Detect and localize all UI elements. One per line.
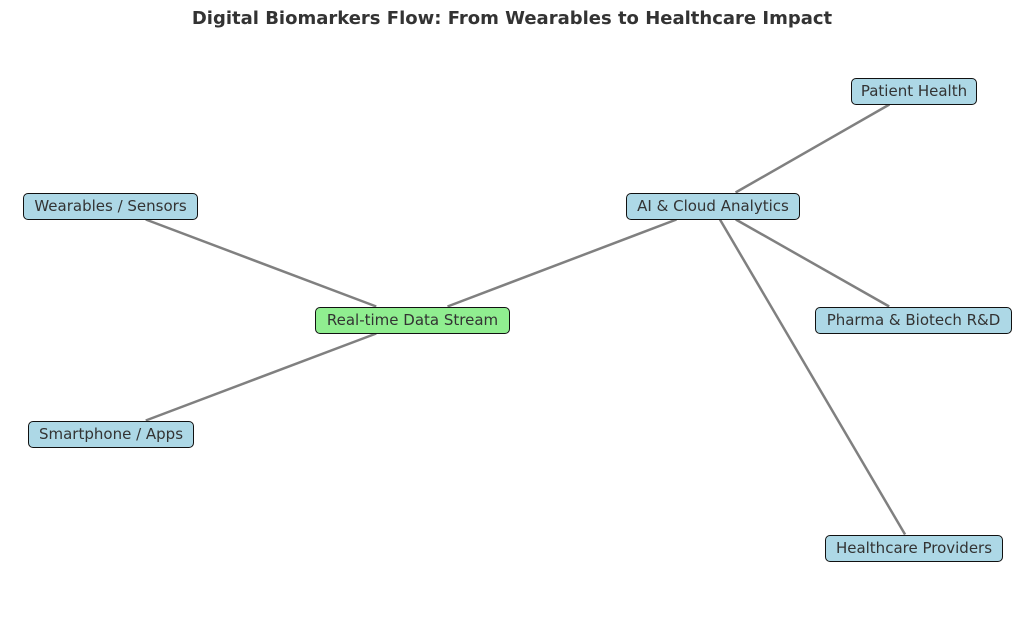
node-ai-cloud-analytics: AI & Cloud Analytics xyxy=(626,193,800,220)
node-pharma-biotech: Pharma & Biotech R&D xyxy=(815,307,1012,334)
edge-wearables-stream xyxy=(145,218,377,308)
node-healthcare-providers: Healthcare Providers xyxy=(825,535,1003,562)
edge-smartphone-stream xyxy=(145,332,377,422)
edge-ai-patient xyxy=(734,103,891,194)
node-patient-health: Patient Health xyxy=(851,78,977,105)
diagram-title: Digital Biomarkers Flow: From Wearables … xyxy=(191,8,833,29)
node-realtime-data-stream: Real-time Data Stream xyxy=(315,307,510,334)
edge-ai-pharma xyxy=(735,218,890,308)
node-wearables: Wearables / Sensors xyxy=(23,193,198,220)
edge-stream-ai xyxy=(447,218,677,308)
node-smartphone: Smartphone / Apps xyxy=(28,421,194,448)
edge-ai-providers xyxy=(718,218,907,536)
